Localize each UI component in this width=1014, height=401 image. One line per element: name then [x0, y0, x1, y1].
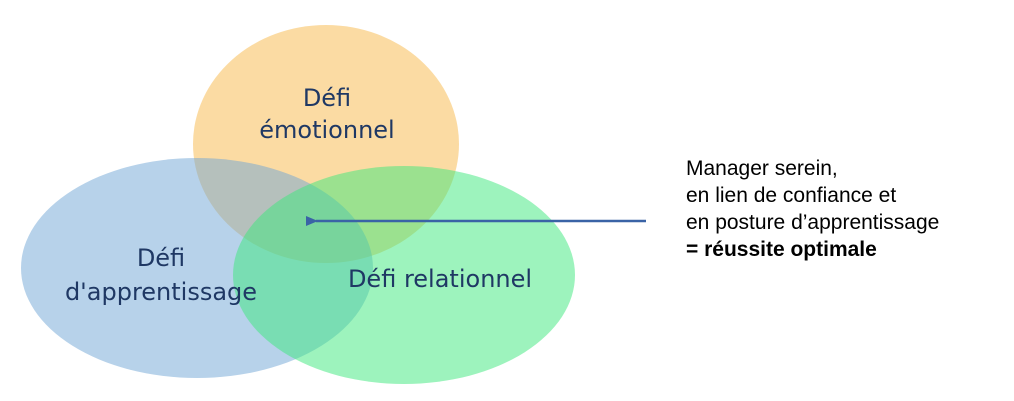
learning-label-line1: Défi [137, 244, 185, 272]
caption-line-3: en posture d’apprentissage [686, 211, 940, 234]
learning-label-line2: d'apprentissage [65, 278, 257, 306]
emotional-label-line2: émotionnel [259, 116, 394, 144]
emotional-label-line1: Défi [303, 84, 351, 112]
caption-line-1: Manager serein, [686, 157, 838, 180]
caption-line-4-result: = réussite optimale [686, 238, 877, 261]
relational-label: Défi relationnel [348, 265, 532, 293]
caption-line-2: en lien de confiance et [686, 184, 897, 207]
outcome-caption: Manager serein, en lien de confiance et … [686, 155, 1006, 263]
